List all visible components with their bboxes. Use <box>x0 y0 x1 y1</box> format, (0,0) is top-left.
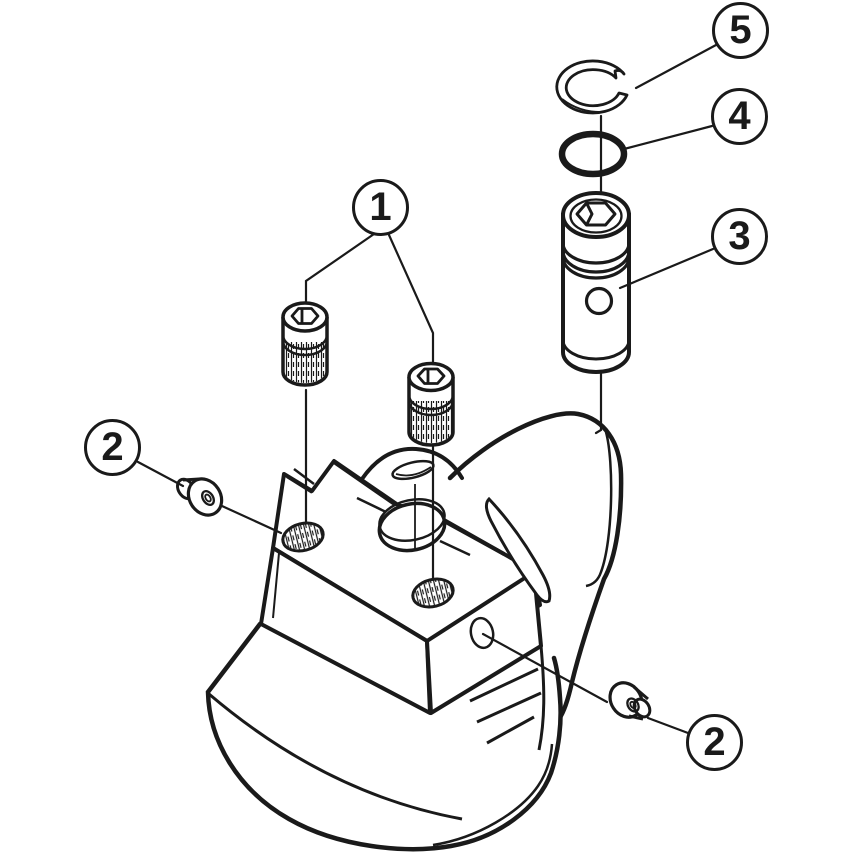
hex-socket-icon <box>416 367 446 385</box>
leader-callout-2-right <box>481 632 690 735</box>
front-left-chamfer <box>272 552 280 619</box>
leader-lines <box>136 43 718 735</box>
saddle-edges <box>332 460 505 556</box>
leader-callout-5 <box>634 43 718 90</box>
callout-4: 4 <box>711 88 768 145</box>
clamping-cylinder <box>561 191 631 374</box>
boss-arc <box>360 446 464 481</box>
axis-centerline-bottom <box>594 372 603 435</box>
stop-screw-right <box>608 681 652 721</box>
o-ring <box>558 130 628 178</box>
flange-front-edge <box>208 692 463 821</box>
capto-lobe-crescent <box>484 496 552 604</box>
callout-5: 5 <box>712 2 769 59</box>
callout-3: 3 <box>711 208 768 265</box>
hex-socket-icon <box>290 307 320 325</box>
leader-callout-4 <box>622 124 714 151</box>
side-screw-hole <box>469 616 495 650</box>
leader-callout-2-left <box>136 460 283 535</box>
central-bore <box>356 484 471 557</box>
retaining-ring <box>555 59 629 115</box>
capto-end-face-line <box>585 431 613 588</box>
threaded-hole-left <box>281 521 325 553</box>
callout-1: 1 <box>352 179 409 236</box>
callout-2-right: 2 <box>686 714 743 771</box>
cylinder-cross-hole <box>584 286 614 316</box>
set-screw-1 <box>281 301 329 387</box>
flange-outline <box>205 621 563 852</box>
hex-socket-icon <box>575 201 617 227</box>
corner-notch <box>286 462 334 494</box>
set-screw-2 <box>407 361 455 447</box>
boss-slot <box>391 459 435 481</box>
pocket-steps <box>469 645 546 751</box>
tool-holder-body <box>259 446 552 751</box>
flange-inner-rim <box>432 743 554 847</box>
stop-screw-left <box>175 477 224 517</box>
threaded-hole-right <box>411 577 455 609</box>
leader-callout-3 <box>618 247 715 290</box>
leader-callout-1 <box>304 232 435 366</box>
callout-2-left: 2 <box>84 419 141 476</box>
cylinder-groove <box>561 242 631 280</box>
